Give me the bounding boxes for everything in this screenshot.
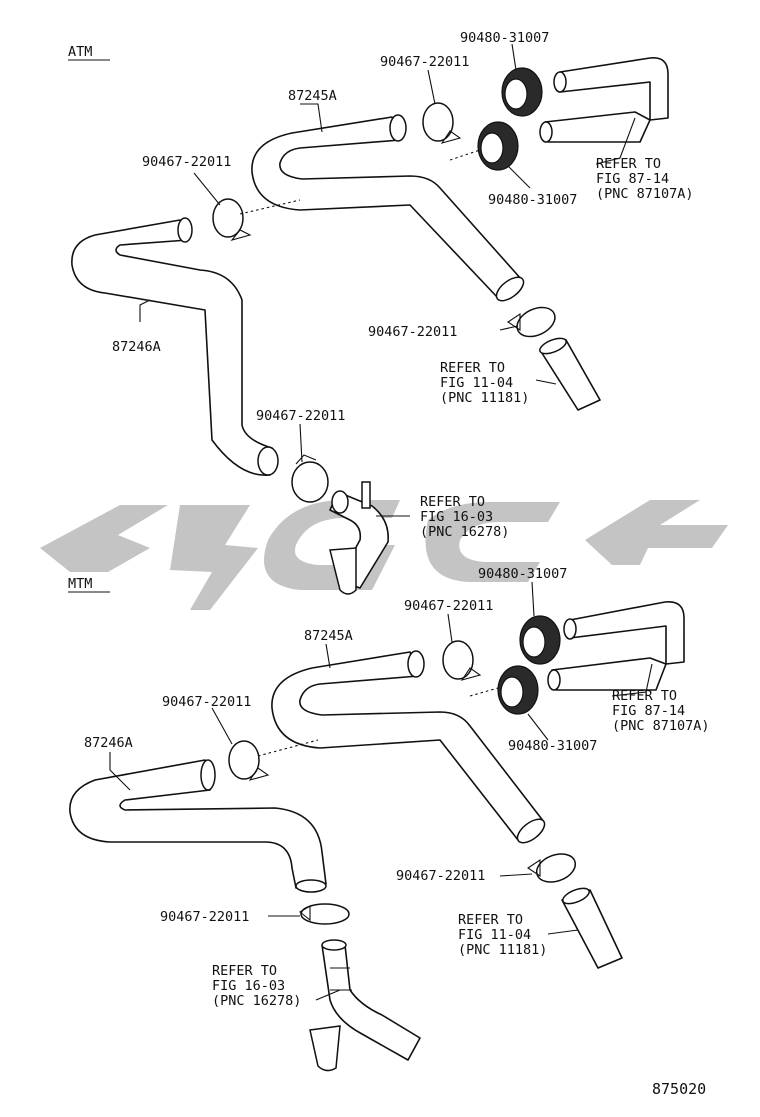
atm-clamp-top <box>422 102 462 144</box>
mtm-label-lower-hose: 87246A <box>84 735 133 751</box>
mtm-ref-11-04-line1: REFER TO <box>458 912 523 928</box>
atm-ref-11-04-line2: FIG 11-04 <box>440 375 513 391</box>
section-atm-title: ATM <box>68 44 92 60</box>
mtm-ref-16-03-line3: (PNC 16278) <box>212 993 301 1009</box>
atm-upper-hose <box>251 116 523 299</box>
atm-heater-pipes <box>539 57 669 143</box>
atm-leader-upper-hose <box>300 103 323 133</box>
atm-label-upper-hose: 87245A <box>288 88 337 104</box>
atm-upper-hose-end <box>389 114 407 142</box>
mtm-clamp-outlet <box>527 853 577 883</box>
mtm-leader-grommet-upper <box>531 581 535 617</box>
mtm-upper-hose <box>271 651 545 841</box>
mtm-leader-ref-11-04 <box>547 929 579 935</box>
atm-ref-16-03-line3: (PNC 16278) <box>420 524 509 540</box>
atm-leader-lower-hose <box>139 299 151 322</box>
mtm-grommet-lower <box>497 665 539 715</box>
mtm-water-pipe <box>561 887 623 969</box>
mtm-leader-grommet-lower <box>527 713 549 741</box>
mtm-label-upper-hose: 87245A <box>304 628 353 644</box>
mtm-lower-hose <box>69 759 327 889</box>
mtm-clamp-left <box>228 740 270 781</box>
mtm-heater-pipes <box>547 601 685 691</box>
atm-ref-16-03-line2: FIG 16-03 <box>420 509 493 525</box>
mtm-grommet-upper <box>519 615 561 665</box>
mtm-label-clamp-left: 90467-22011 <box>162 694 251 710</box>
atm-lower-hose <box>71 219 273 476</box>
atm-ref-11-04-line3: (PNC 11181) <box>440 390 529 406</box>
atm-bypass-pipe <box>329 481 389 595</box>
mtm-ref-11-04-line2: FIG 11-04 <box>458 927 531 943</box>
atm-ref-87-14-line2: FIG 87-14 <box>596 171 669 187</box>
atm-lower-hose-end <box>177 217 193 243</box>
atm-align-line-right <box>449 149 481 161</box>
mtm-clamp-bottom <box>299 903 350 925</box>
atm-leader-clamp-outlet <box>499 325 519 331</box>
diagram-code: 875020 <box>652 1080 706 1098</box>
mtm-align-line-right <box>469 687 499 697</box>
atm-label-grommet-lower: 90480-31007 <box>488 192 577 208</box>
section-mtm-title: MTM <box>68 576 92 592</box>
atm-label-clamp-bottom: 90467-22011 <box>256 408 345 424</box>
atm-leader-ref-11-04 <box>535 379 557 385</box>
mtm-label-clamp-top: 90467-22011 <box>404 598 493 614</box>
atm-lower-hose-outlet <box>257 446 279 476</box>
atm-leader-clamp-bottom <box>299 423 303 463</box>
atm-ref-11-04-line1: REFER TO <box>440 360 505 376</box>
mtm-ref-16-03-line2: FIG 16-03 <box>212 978 285 994</box>
mtm-clamp-top <box>442 640 482 681</box>
atm-clamp-bottom <box>291 454 329 503</box>
atm-leader-clamp-left <box>193 172 221 206</box>
atm-align-line-left <box>239 199 301 215</box>
mtm-ref-87-14-line3: (PNC 87107A) <box>612 718 710 734</box>
mtm-leader-clamp-top <box>447 613 453 643</box>
mtm-upper-hose-outlet <box>516 818 546 844</box>
atm-label-grommet-upper: 90480-31007 <box>460 30 549 46</box>
mtm-ref-11-04-line3: (PNC 11181) <box>458 942 547 958</box>
mtm-leader-upper-hose <box>325 643 331 669</box>
atm-grommet-upper <box>501 67 543 117</box>
mtm-lower-hose-end <box>200 759 216 791</box>
mtm-align-line-left <box>257 739 319 757</box>
mtm-leader-ref-87-14 <box>611 663 653 697</box>
atm-water-pipe <box>539 337 601 411</box>
mtm-leader-clamp-left <box>211 707 233 745</box>
atm-leader-ref-87-14 <box>595 117 636 165</box>
mtm-leader-lower-hose <box>109 752 131 791</box>
section-atm: ATM <box>68 30 694 595</box>
section-mtm: MTM <box>68 566 710 1072</box>
atm-grommet-lower <box>477 121 519 171</box>
atm-label-clamp-outlet: 90467-22011 <box>368 324 457 340</box>
mtm-ref-87-14-line1: REFER TO <box>612 688 677 704</box>
mtm-label-grommet-upper: 90480-31007 <box>478 566 567 582</box>
mtm-label-clamp-outlet: 90467-22011 <box>396 868 485 884</box>
mtm-leader-ref-16-03 <box>315 989 341 1001</box>
atm-label-clamp-top: 90467-22011 <box>380 54 469 70</box>
atm-clamp-left <box>212 198 252 241</box>
atm-ref-87-14-line1: REFER TO <box>596 156 661 172</box>
atm-ref-87-14-line3: (PNC 87107A) <box>596 186 694 202</box>
mtm-ref-87-14-line2: FIG 87-14 <box>612 703 685 719</box>
atm-leader-grommet-lower <box>507 165 531 189</box>
mtm-label-clamp-bottom: 90467-22011 <box>160 909 249 925</box>
atm-label-lower-hose: 87246A <box>112 339 161 355</box>
mtm-label-grommet-lower: 90480-31007 <box>508 738 597 754</box>
mtm-leader-clamp-outlet <box>499 873 533 877</box>
mtm-lower-hose-outlet <box>295 879 327 893</box>
atm-label-clamp-left: 90467-22011 <box>142 154 231 170</box>
mtm-upper-hose-end <box>407 650 425 678</box>
atm-upper-hose-outlet <box>495 276 525 302</box>
mtm-bypass-pipe <box>309 939 421 1072</box>
mtm-ref-16-03-line1: REFER TO <box>212 963 277 979</box>
atm-clamp-outlet <box>507 306 556 338</box>
watermark-logo <box>40 500 728 610</box>
atm-leader-clamp-top <box>427 69 436 105</box>
atm-leader-grommet-upper <box>511 43 517 71</box>
atm-ref-16-03-line1: REFER TO <box>420 494 485 510</box>
